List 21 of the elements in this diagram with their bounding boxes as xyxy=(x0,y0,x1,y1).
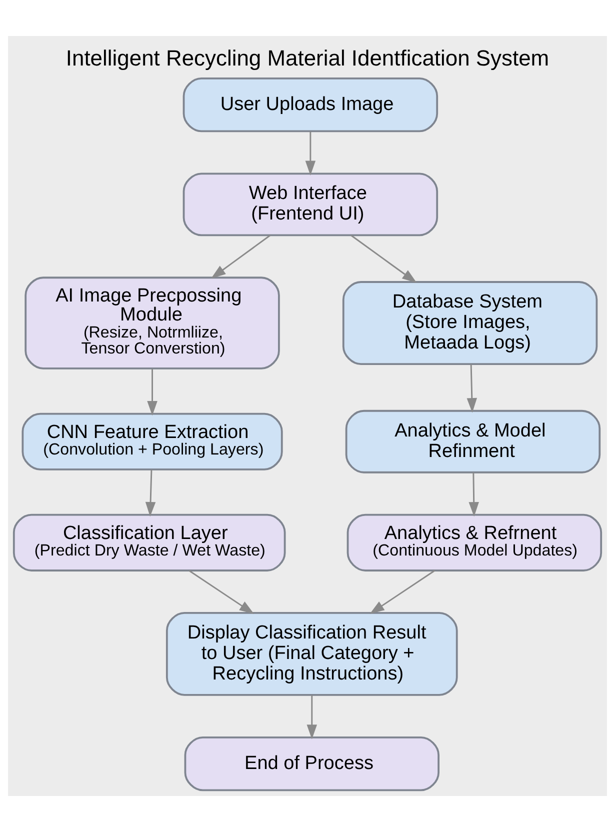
node-box: Classification Layer (Predict Dry Waste / Wet Waste) xyxy=(12,513,286,571)
node-box: Display Classification Result to User (Final Category + Recycling Instructions) xyxy=(166,612,458,696)
node-box: AI Image Precpossing Module (Resize, Notrmliize, Tensor Converstion) xyxy=(24,276,280,369)
arrow xyxy=(145,469,156,516)
arrow xyxy=(468,472,479,516)
node-box: Database System (Store Images, Metaada Logs) xyxy=(342,280,598,364)
node-box: Web Interface (Frentend UI) xyxy=(182,172,438,236)
node-box: CNN Feature Extraction (Convolution + Pooling Layers) xyxy=(22,412,283,470)
arrow xyxy=(147,368,158,416)
arrow xyxy=(350,234,417,282)
arrow xyxy=(305,131,316,175)
node-box: User Uploads Image xyxy=(182,77,438,132)
node-box: Analytics & Model Refinment xyxy=(345,409,601,473)
arrow xyxy=(211,234,271,278)
diagram-title: Intelligent Recycling Material Identfication System xyxy=(66,44,550,70)
arrow xyxy=(466,364,478,412)
arrow xyxy=(370,570,436,614)
node-box: Analytics & Refrnent (Continuous Model Updates) xyxy=(346,513,602,571)
arrow xyxy=(306,694,318,739)
node-box: End of Process xyxy=(184,736,440,791)
arrow xyxy=(188,570,254,614)
